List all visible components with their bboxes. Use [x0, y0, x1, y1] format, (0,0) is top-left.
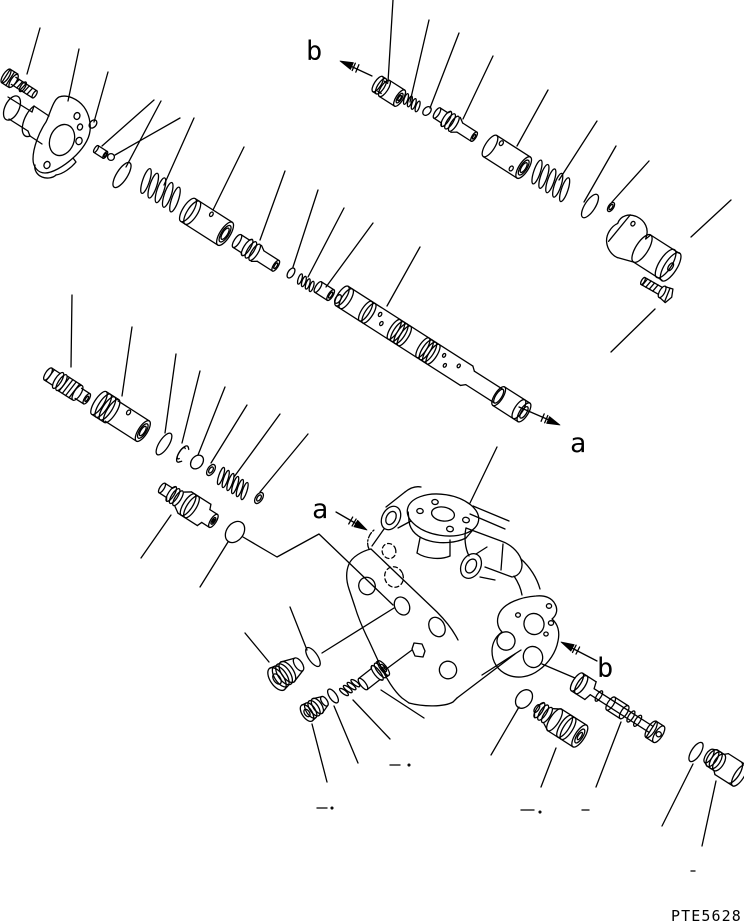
part-oring-large	[112, 161, 132, 189]
part-check-poppet	[432, 107, 479, 143]
label-b-body: b	[597, 653, 613, 684]
part-relief-valve	[157, 482, 219, 529]
axis-arrow-a-body	[335, 511, 368, 531]
axis-line-a-body	[242, 533, 394, 606]
part-retainer-sleeve	[178, 197, 235, 247]
part-ball-seat	[422, 106, 432, 116]
part-backup-ring	[606, 201, 616, 213]
part-flange-cover	[2, 95, 91, 179]
part-check-valve	[357, 660, 391, 691]
part-spring-small-1	[296, 273, 315, 293]
part-valve-body	[346, 486, 576, 707]
part-poppet-valve	[231, 233, 281, 272]
part-spring-main	[140, 167, 181, 213]
part-oring-5	[326, 688, 340, 704]
part-plug-pin-small	[88, 119, 98, 129]
label-a-body: a	[312, 494, 328, 525]
part-steel-ball	[106, 152, 116, 162]
part-end-plug	[703, 748, 744, 787]
part-spring-inner	[216, 466, 249, 501]
blanked-number-marks	[316, 763, 696, 872]
axis-line-oring4	[321, 607, 395, 654]
part-cartridge-valve	[605, 214, 682, 282]
part-pin	[92, 144, 109, 160]
part-pilot-piston	[371, 75, 407, 107]
part-suction-ball	[514, 689, 534, 709]
part-plug-large	[267, 657, 305, 692]
part-hex-bolt	[639, 276, 674, 304]
drawing-code: PTE5628	[671, 907, 742, 922]
part-main-sleeve	[90, 390, 151, 443]
part-ball-large	[189, 454, 205, 470]
part-spring-seat-1	[205, 463, 217, 477]
part-spring-outer	[531, 159, 571, 203]
part-pilot-plug	[42, 367, 92, 405]
part-snap-ring	[175, 445, 190, 463]
part-poppet-ball	[224, 520, 246, 544]
part-main-spool	[334, 285, 532, 423]
part-plug-small	[299, 695, 329, 722]
label-b-top: b	[306, 36, 322, 67]
part-spring-seat-2	[253, 491, 265, 505]
axis-arrow-b-body	[560, 641, 598, 662]
part-suction-valve	[533, 701, 589, 748]
label-a-spool: a	[570, 428, 586, 459]
part-oring-3	[155, 432, 173, 456]
part-piston-small	[313, 280, 336, 302]
part-check-stem	[569, 672, 666, 744]
leader-lines	[26, 0, 732, 847]
part-valve-sleeve	[481, 134, 533, 180]
axis-line-poppet3	[384, 649, 413, 671]
part-socket-bolt	[0, 68, 38, 99]
part-oring-small-1	[286, 267, 296, 279]
part-oring-2	[580, 193, 600, 219]
axis-arrow-b-top	[339, 60, 373, 77]
part-spring-check	[338, 678, 361, 697]
part-oring-6	[688, 741, 704, 763]
axis-arrow-a-spool	[518, 406, 561, 426]
